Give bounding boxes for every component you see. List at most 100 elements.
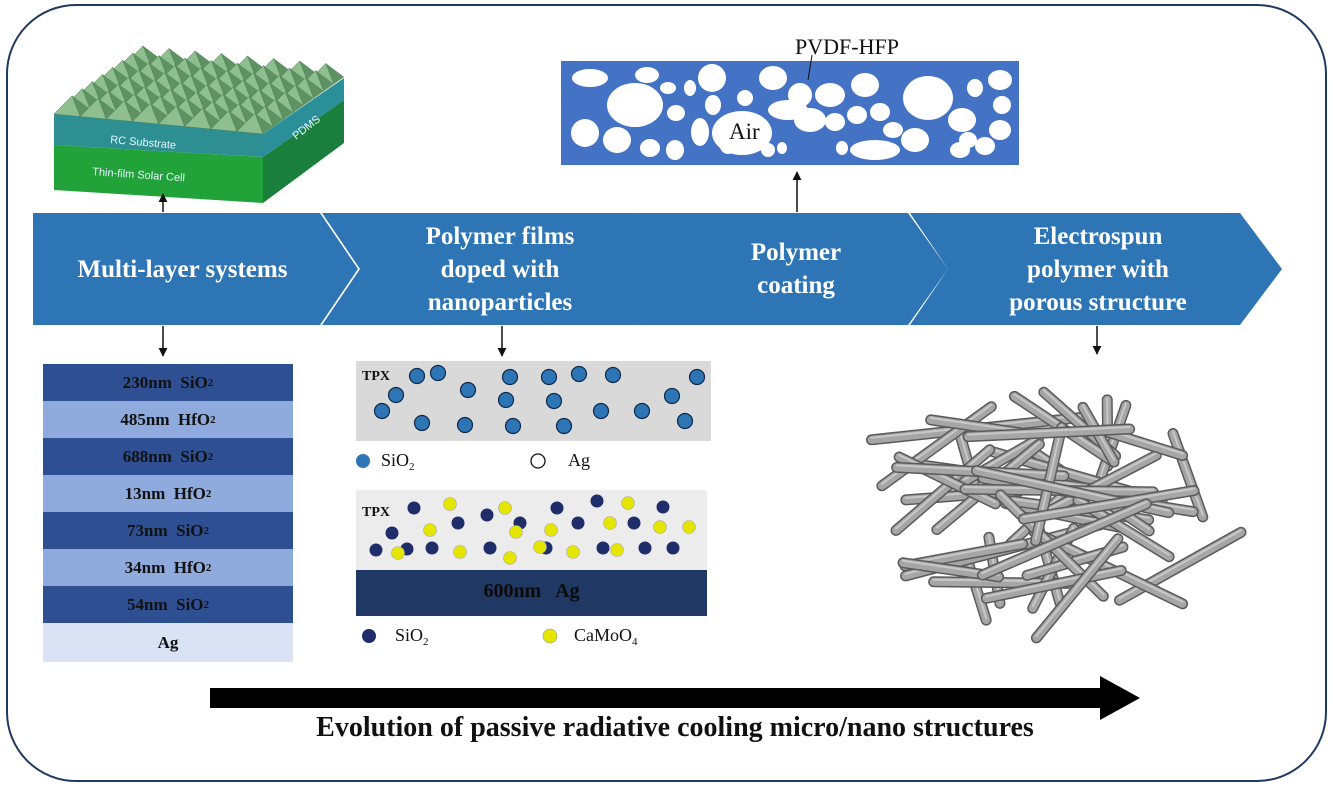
air-pore — [989, 120, 1011, 140]
stage-label-multilayer: Multi-layer systems — [77, 255, 288, 283]
sio2-particle — [369, 543, 383, 557]
layer-ag: Ag — [43, 623, 293, 662]
stage-arrows — [33, 213, 1282, 325]
air-pore — [761, 143, 775, 157]
legend-camoo4-dot — [542, 628, 558, 644]
sio2-particle — [666, 541, 680, 555]
rounded-frame — [6, 4, 1327, 782]
camoo4-particle — [653, 520, 667, 534]
solar-cell-stack: PDMS RC Substrate Thin-film Solar Cell — [53, 45, 344, 203]
air-pore — [571, 119, 599, 147]
sio2-particle — [570, 365, 588, 383]
tpx-film-1 — [356, 361, 711, 469]
pvdf-pointer — [807, 54, 813, 81]
air-pore — [572, 69, 608, 87]
fiber-highlight — [1172, 430, 1204, 516]
camoo4-particle — [443, 497, 457, 511]
camoo4-particle — [391, 546, 405, 560]
stage-label-polymer-films: Polymer films doped with nanoparticles — [425, 222, 575, 316]
fiber — [964, 425, 1134, 441]
pyramid-right-face — [275, 98, 294, 120]
sio2-particle — [627, 516, 641, 530]
sio2-particle — [425, 541, 439, 555]
air-pore — [851, 73, 879, 97]
pyramid-right-face — [325, 63, 344, 85]
air-pore — [759, 66, 787, 90]
fiber — [1019, 486, 1198, 523]
pyramid-right-face — [255, 113, 274, 134]
fiber — [982, 566, 1126, 603]
camoo4-particle — [544, 523, 558, 537]
air-pore — [948, 108, 976, 132]
sio2-particle — [555, 417, 573, 435]
rc-substrate-label: RC Substrate — [110, 134, 177, 152]
fiber-highlight — [895, 446, 991, 530]
sio2-particle — [408, 367, 426, 385]
air-pore — [684, 80, 696, 96]
evolution-arrow — [210, 676, 1140, 720]
air-pore — [901, 128, 929, 152]
sio2-particle — [676, 412, 694, 430]
solar-cell-side — [263, 100, 344, 203]
ag-base-layer — [356, 570, 707, 616]
ag-base-label: 600nm Ag — [483, 580, 580, 602]
sio2-particle — [480, 508, 494, 522]
pdms-pyramids — [53, 45, 344, 135]
fiber — [892, 445, 994, 535]
camoo4-particle — [498, 501, 512, 515]
rc-substrate-front — [54, 114, 263, 157]
air-pore — [698, 64, 726, 92]
camoo4-particle — [682, 520, 696, 534]
camoo4-particle — [503, 551, 517, 565]
tpx-label-1: TPX — [362, 369, 390, 384]
air-pore — [737, 90, 753, 106]
air-pore — [870, 103, 890, 121]
sio2-particle — [497, 391, 515, 409]
tpx-label-2: TPX — [362, 505, 390, 520]
pyramid-right-face — [315, 70, 334, 92]
sio2-particle — [451, 516, 465, 530]
air-pore — [603, 127, 631, 153]
fiber-highlight — [967, 426, 1131, 436]
air-pore — [815, 83, 845, 107]
air-pore — [666, 140, 684, 160]
pyramid-right-face — [305, 77, 324, 99]
fiber — [978, 499, 1151, 580]
pvdf-hfp-label: PVDF-HFP — [795, 34, 899, 59]
sio2-particle — [571, 516, 585, 530]
stage-arrow-2 — [322, 213, 678, 325]
sio2-particle — [688, 368, 706, 386]
sio2-particle — [638, 541, 652, 555]
camoo4-particle — [566, 545, 580, 559]
rc-substrate-side — [263, 78, 344, 157]
sio2-particle — [590, 494, 604, 508]
camoo4-particle — [533, 540, 547, 554]
fiber — [1032, 534, 1122, 642]
fiber-highlight — [1095, 402, 1127, 488]
sio2-particle — [592, 402, 610, 420]
sio2-particle — [604, 366, 622, 384]
sio2-particles-1 — [373, 364, 706, 435]
sio2-particle — [385, 526, 399, 540]
pyramid-right-face — [265, 106, 284, 127]
sio2-particle — [483, 541, 497, 555]
sio2-particle — [413, 414, 431, 432]
evolution-caption: Evolution of passive radiative cooling m… — [316, 712, 1034, 743]
air-pore — [640, 139, 660, 157]
air-pore — [667, 105, 685, 121]
air-pore — [883, 122, 903, 138]
air-pore — [950, 142, 970, 158]
air-pore — [993, 96, 1011, 114]
stage-label-polymer-coating: Polymer coating — [750, 239, 842, 299]
mixed-particles — [369, 494, 696, 565]
fiber-highlight — [1035, 535, 1119, 637]
legend-sio2-label-2: SiO2 — [395, 625, 429, 648]
air-pore — [660, 82, 676, 94]
pyramid-front-face — [105, 100, 133, 122]
